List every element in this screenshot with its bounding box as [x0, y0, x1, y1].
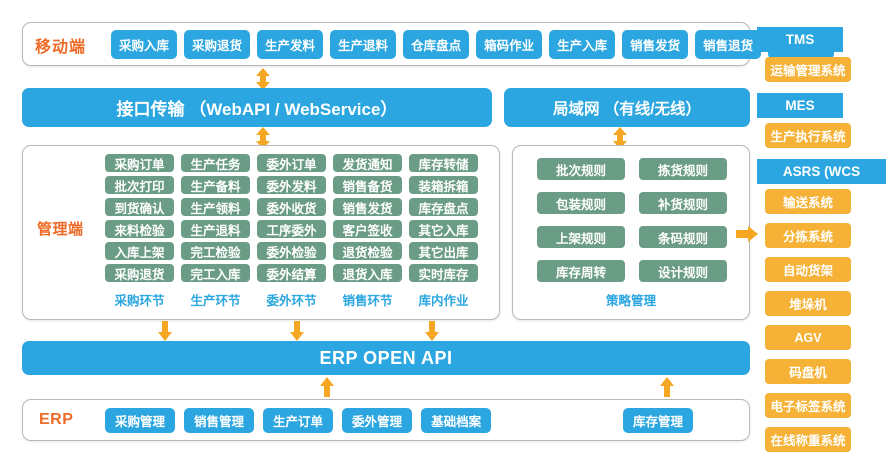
- mobile-button[interactable]: 采购退货: [184, 30, 251, 59]
- management-column-sales: 发货通知 销售备货 销售发货 客户签收 退货检验 退货入库 销售环节: [333, 154, 402, 309]
- management-item[interactable]: 生产备料: [181, 176, 250, 194]
- policy-item[interactable]: 设计规则: [639, 260, 727, 282]
- tms-item[interactable]: 运输管理系统: [765, 57, 851, 82]
- asrs-item[interactable]: 码盘机: [765, 359, 851, 384]
- management-item[interactable]: 其它出库: [409, 242, 478, 260]
- management-item[interactable]: 采购退货: [105, 264, 174, 282]
- asrs-item[interactable]: 在线称重系统: [765, 427, 851, 452]
- management-item[interactable]: 生产任务: [181, 154, 250, 172]
- management-column-outsourcing: 委外订单 委外发料 委外收货 工序委外 委外检验 委外结算 委外环节: [257, 154, 326, 309]
- bidirectional-arrow-icon: [256, 68, 270, 90]
- right-arrow-icon: [736, 226, 758, 242]
- mobile-button[interactable]: 销售退货: [695, 30, 762, 59]
- management-item[interactable]: 采购订单: [105, 154, 174, 172]
- lan-bar: 局域网 （有线/无线）: [504, 88, 750, 127]
- mobile-button[interactable]: 生产发料: [257, 30, 324, 59]
- management-column-production: 生产任务 生产备料 生产领料 生产退料 完工检验 完工入库 生产环节: [181, 154, 250, 309]
- external-systems-column: TMS 运输管理系统 MES 生产执行系统 ASRS (WCS 输送系统 分拣系…: [757, 27, 886, 452]
- management-column-caption: 采购环节: [114, 294, 165, 308]
- erp-button[interactable]: 委外管理: [342, 408, 413, 433]
- policy-item[interactable]: 库存周转: [537, 260, 625, 282]
- erp-button[interactable]: 基础档案: [421, 408, 492, 433]
- erp-inventory-button[interactable]: 库存管理: [623, 408, 694, 433]
- management-item[interactable]: 销售发货: [333, 198, 402, 216]
- management-grid: 采购订单 批次打印 到货确认 来料检验 入库上架 采购退货 采购环节 生产任务 …: [105, 154, 478, 309]
- management-section: 管理端 采购订单 批次打印 到货确认 来料检验 入库上架 采购退货 采购环节 生…: [22, 145, 500, 320]
- policy-item[interactable]: 上架规则: [537, 226, 625, 248]
- management-item[interactable]: 客户签收: [333, 220, 402, 238]
- erp-button[interactable]: 生产订单: [263, 408, 334, 433]
- erp-button[interactable]: 销售管理: [184, 408, 255, 433]
- mes-item[interactable]: 生产执行系统: [765, 123, 851, 148]
- mobile-button[interactable]: 销售发货: [622, 30, 689, 59]
- up-arrow-icon: [320, 377, 334, 397]
- management-item[interactable]: 委外订单: [257, 154, 326, 172]
- mobile-button[interactable]: 采购入库: [111, 30, 178, 59]
- policy-item[interactable]: 包装规则: [537, 192, 625, 214]
- asrs-item[interactable]: 输送系统: [765, 189, 851, 214]
- management-item[interactable]: 委外检验: [257, 242, 326, 260]
- management-column-caption: 委外环节: [266, 294, 317, 308]
- management-item[interactable]: 销售备货: [333, 176, 402, 194]
- interface-transport-bar: 接口传输 （WebAPI / WebService）: [22, 88, 492, 127]
- down-arrow-icon: [425, 321, 439, 341]
- policy-item[interactable]: 拣货规则: [639, 158, 727, 180]
- management-column-caption: 销售环节: [342, 294, 393, 308]
- management-item[interactable]: 到货确认: [105, 198, 174, 216]
- asrs-item[interactable]: 电子标签系统: [765, 393, 851, 418]
- management-item[interactable]: 库存转储: [409, 154, 478, 172]
- management-item[interactable]: 批次打印: [105, 176, 174, 194]
- mobile-section-label: 移动端: [35, 39, 87, 56]
- down-arrow-icon: [158, 321, 172, 341]
- mobile-button[interactable]: 生产入库: [549, 30, 616, 59]
- management-item[interactable]: 来料检验: [105, 220, 174, 238]
- management-item[interactable]: 其它入库: [409, 220, 478, 238]
- mobile-button[interactable]: 箱码作业: [476, 30, 543, 59]
- management-item[interactable]: 工序委外: [257, 220, 326, 238]
- policy-grid: 批次规则 拣货规则 包装规则 补货规则 上架规则 条码规则 库存周转 设计规则: [537, 158, 727, 282]
- mes-header: MES: [757, 93, 843, 118]
- management-item[interactable]: 完工入库: [181, 264, 250, 282]
- mobile-section: 移动端 采购入库 采购退货 生产发料 生产退料 仓库盘点 箱码作业 生产入库 销…: [22, 22, 835, 66]
- management-column-warehouse: 库存转储 装箱拆箱 库存盘点 其它入库 其它出库 实时库存 库内作业: [409, 154, 478, 309]
- management-item[interactable]: 库存盘点: [409, 198, 478, 216]
- policy-section: 批次规则 拣货规则 包装规则 补货规则 上架规则 条码规则 库存周转 设计规则 …: [512, 145, 750, 320]
- asrs-item[interactable]: 分拣系统: [765, 223, 851, 248]
- management-item[interactable]: 委外收货: [257, 198, 326, 216]
- erp-section: ERP 采购管理 销售管理 生产订单 委外管理 基础档案 库存管理: [22, 399, 750, 441]
- management-column-purchase: 采购订单 批次打印 到货确认 来料检验 入库上架 采购退货 采购环节: [105, 154, 174, 309]
- management-section-label: 管理端: [37, 221, 84, 238]
- mobile-button-row: 采购入库 采购退货 生产发料 生产退料 仓库盘点 箱码作业 生产入库 销售发货 …: [111, 30, 835, 59]
- management-item[interactable]: 发货通知: [333, 154, 402, 172]
- mobile-button[interactable]: 生产退料: [330, 30, 397, 59]
- asrs-header: ASRS (WCS: [757, 159, 886, 184]
- management-item[interactable]: 生产领料: [181, 198, 250, 216]
- erp-section-label: ERP: [39, 411, 74, 428]
- erp-button-row: 采购管理 销售管理 生产订单 委外管理 基础档案: [105, 408, 492, 433]
- up-arrow-icon: [660, 377, 674, 397]
- management-item[interactable]: 委外发料: [257, 176, 326, 194]
- erp-open-api-bar: ERP OPEN API: [22, 341, 750, 375]
- down-arrow-icon: [290, 321, 304, 341]
- management-item[interactable]: 入库上架: [105, 242, 174, 260]
- management-column-caption: 生产环节: [190, 294, 241, 308]
- management-column-caption: 库内作业: [418, 294, 469, 308]
- management-item[interactable]: 退货检验: [333, 242, 402, 260]
- policy-item[interactable]: 条码规则: [639, 226, 727, 248]
- mobile-button[interactable]: 仓库盘点: [403, 30, 470, 59]
- policy-item[interactable]: 批次规则: [537, 158, 625, 180]
- asrs-item[interactable]: 自动货架: [765, 257, 851, 282]
- management-item[interactable]: 退货入库: [333, 264, 402, 282]
- management-item[interactable]: 委外结算: [257, 264, 326, 282]
- tms-header: TMS: [757, 27, 843, 52]
- erp-button[interactable]: 采购管理: [105, 408, 176, 433]
- management-item[interactable]: 生产退料: [181, 220, 250, 238]
- management-item[interactable]: 实时库存: [409, 264, 478, 282]
- asrs-item[interactable]: 堆垛机: [765, 291, 851, 316]
- management-item[interactable]: 装箱拆箱: [409, 176, 478, 194]
- policy-section-caption: 策略管理: [605, 294, 656, 308]
- management-item[interactable]: 完工检验: [181, 242, 250, 260]
- policy-item[interactable]: 补货规则: [639, 192, 727, 214]
- asrs-item[interactable]: AGV: [765, 325, 851, 350]
